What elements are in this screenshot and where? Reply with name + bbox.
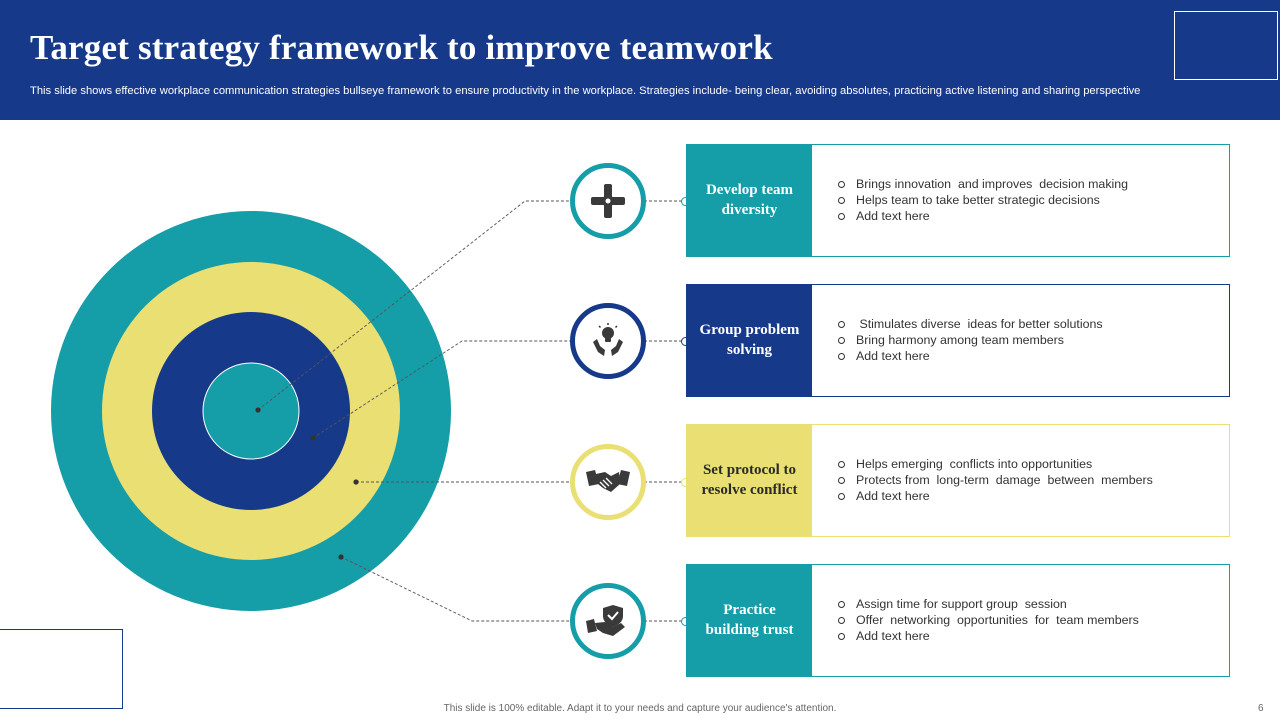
strategy-icon-circle (570, 163, 646, 239)
strategy-label: Set protocol to resolve conflict (701, 462, 798, 498)
strategy-label-box: Set protocol to resolve conflict (687, 425, 812, 536)
connector-line-2 (312, 340, 572, 439)
decorative-frame-bottom (0, 629, 123, 709)
strategy-bullet: Helps team to take better strategic deci… (836, 192, 1128, 208)
footer-note: This slide is 100% editable. Adapt it to… (443, 703, 837, 714)
strategy-label: Develop team diversity (705, 182, 794, 218)
puzzle-team-icon (589, 182, 627, 220)
connector-line-1 (257, 200, 572, 411)
strategy-bullet-list: Stimulates diverse ideas for better solu… (812, 285, 1103, 396)
strategy-icon-circle (570, 303, 646, 379)
strategy-icon-circle (570, 583, 646, 659)
handshake-icon (585, 466, 631, 498)
strategy-label: Practice building trust (705, 602, 794, 638)
strategy-bullet: Assign time for support group session (836, 596, 1139, 612)
strategy-bullet: Stimulates diverse ideas for better solu… (836, 316, 1103, 332)
strategy-bullet: Add text here (836, 208, 1128, 224)
strategy-bullet: Protects from long-term damage between m… (836, 472, 1153, 488)
strategy-label-box: Practice building trust (687, 565, 812, 676)
strategy-bullet: Add text here (836, 628, 1139, 644)
connector-anchor-dot (255, 407, 261, 413)
strategy-card: Practice building trust Assign time for s… (686, 564, 1230, 677)
lightbulb-hands-icon (589, 322, 627, 360)
header-banner: Target strategy framework to improve tea… (0, 0, 1280, 120)
strategy-bullet: Bring harmony among team members (836, 332, 1103, 348)
strategy-bullet-list: Brings innovation and improves decision … (812, 145, 1128, 256)
bullseye-ring-4 (202, 362, 300, 460)
decorative-frame (1174, 11, 1278, 80)
strategy-bullet: Offer networking opportunities for team … (836, 612, 1139, 628)
strategy-label-box: Develop team diversity (687, 145, 812, 256)
strategy-bullet: Add text here (836, 348, 1103, 364)
strategy-bullet: Helps emerging conflicts into opportunit… (836, 456, 1153, 472)
strategy-card: Group problem solving Stimulates diverse… (686, 284, 1230, 397)
strategy-bullet-list: Helps emerging conflicts into opportunit… (812, 425, 1153, 536)
strategy-label: Group problem solving (699, 322, 800, 358)
connector-anchor-dot (338, 554, 344, 560)
connector-line-4 (340, 556, 572, 622)
connector-anchor-dot (310, 435, 316, 441)
strategy-label-box: Group problem solving (687, 285, 812, 396)
page-number: 6 (1258, 703, 1264, 714)
strategy-bullet: Brings innovation and improves decision … (836, 176, 1128, 192)
trust-handshake-shield-icon (585, 603, 631, 639)
connector-anchor-dot (353, 479, 359, 485)
strategy-bullet: Add text here (836, 488, 1153, 504)
page-title: Target strategy framework to improve tea… (30, 28, 773, 67)
strategy-card: Develop team diversity Brings innovation … (686, 144, 1230, 257)
strategy-icon-circle (570, 444, 646, 520)
strategy-card: Set protocol to resolve conflict Helps em… (686, 424, 1230, 537)
page-subtitle: This slide shows effective workplace com… (30, 85, 1141, 97)
